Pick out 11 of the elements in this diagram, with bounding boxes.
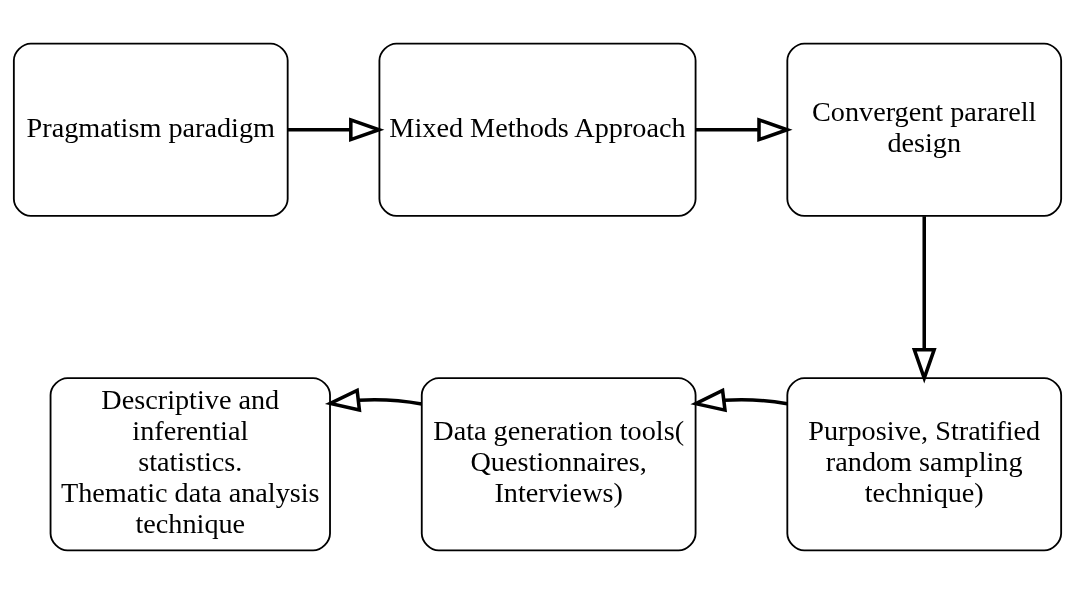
node-box: Purposive, Stratified random sampling technique) (786, 377, 1063, 552)
arrow (911, 216, 937, 384)
node-box: Mixed Methods Approach (378, 42, 697, 217)
node-box: Convergent pararell design (786, 42, 1063, 217)
node-box: Data generation tools( Questionnaires, Interviews) (420, 377, 697, 552)
arrow (690, 387, 788, 413)
node-box: Descriptive and inferential statistics. Thematic data analysis technique (49, 377, 331, 552)
arrow (324, 387, 422, 413)
arrow (695, 117, 793, 143)
node-box: Pragmatism paradigm (12, 42, 289, 217)
arrow (287, 117, 385, 143)
